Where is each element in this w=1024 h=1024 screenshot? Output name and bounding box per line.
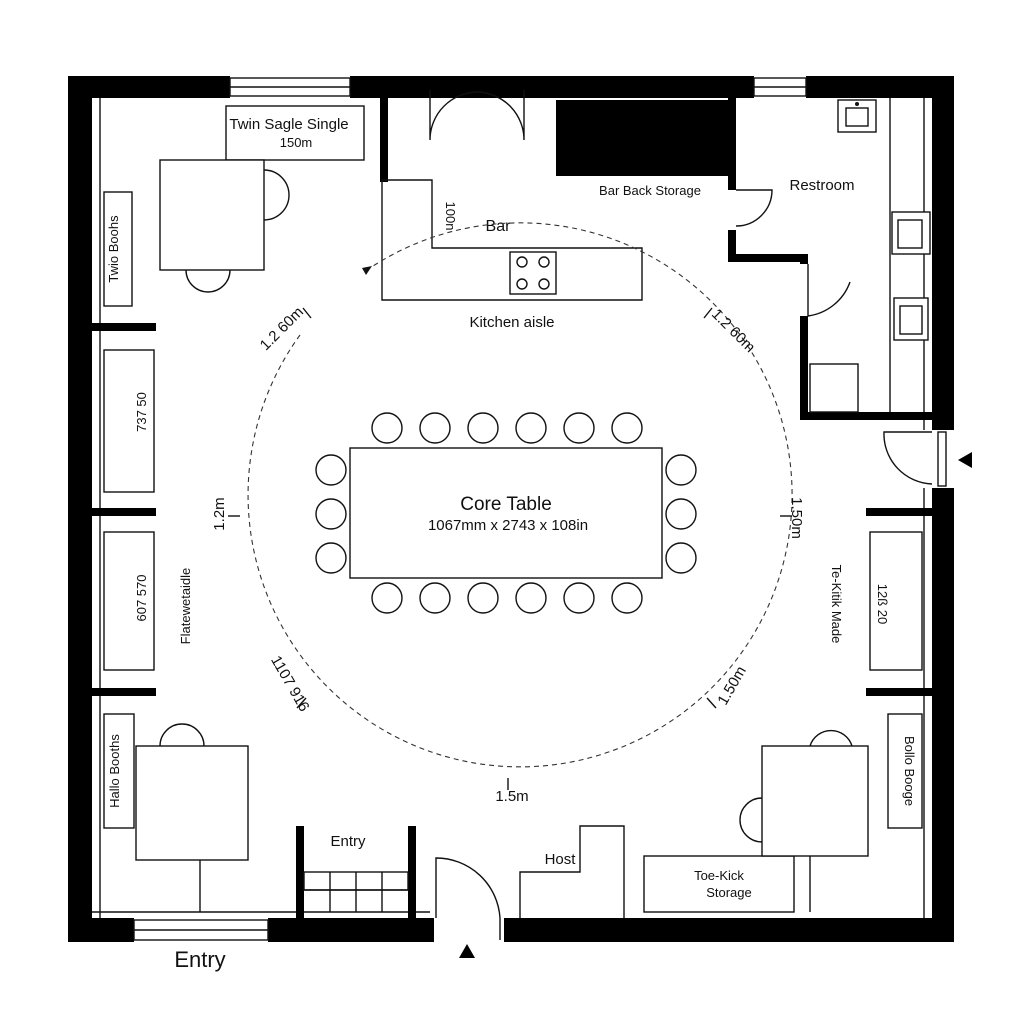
dim-left: 1.2m bbox=[211, 497, 228, 530]
entry-vestibule: Entry bbox=[296, 826, 416, 920]
restroom-label: Restroom bbox=[789, 177, 854, 194]
left-partitions bbox=[92, 323, 156, 696]
entry-inner-label: Entry bbox=[330, 833, 366, 850]
toe-kick-label: Toe-Kick bbox=[694, 868, 744, 883]
entry-main-label: Entry bbox=[174, 947, 225, 972]
chair-icon bbox=[515, 412, 547, 444]
booth-607-label: 607 570 bbox=[134, 575, 149, 622]
chair-icon bbox=[515, 582, 547, 614]
chair-icon bbox=[419, 412, 451, 444]
core-table-label: Core Table bbox=[460, 494, 552, 515]
chair-icon bbox=[665, 498, 697, 530]
chair-icon bbox=[371, 582, 403, 614]
window-top-left bbox=[229, 77, 351, 97]
chair-icon bbox=[611, 412, 643, 444]
side-door[interactable] bbox=[883, 431, 947, 487]
bar-area: Bar Back Storage 100n Bar Kitchen aisle bbox=[380, 90, 728, 331]
bar-dim-label: 100n bbox=[443, 202, 458, 231]
cooktop-icon bbox=[509, 251, 557, 295]
toe-kick-storage-label: Storage bbox=[706, 885, 752, 900]
sink-icon bbox=[837, 99, 877, 133]
twin-single-dim: 150m bbox=[280, 135, 313, 150]
bar-back-storage-label: Bar Back Storage bbox=[599, 183, 701, 198]
outer-walls bbox=[68, 76, 954, 942]
dim-lower-right: 1.50m bbox=[714, 663, 750, 708]
right-partitions bbox=[866, 508, 932, 696]
bar-label: Bar bbox=[486, 218, 512, 235]
chair-icon bbox=[467, 582, 499, 614]
right-booths: 12ß 20 Te-Kitik Made bbox=[829, 531, 923, 671]
twin-booths-label: Twio Boohs bbox=[106, 215, 121, 283]
bottom-right-room: Toe-Kick Storage Bollo Booge bbox=[643, 713, 923, 913]
restroom-area: Restroom bbox=[728, 98, 932, 420]
dim-right: 1.50m bbox=[788, 497, 805, 539]
sink-icon bbox=[893, 297, 929, 341]
chair-icon bbox=[467, 412, 499, 444]
hallo-booths-label: Hallo Booths bbox=[107, 734, 122, 808]
side-entry-arrow-icon bbox=[958, 452, 972, 468]
host-label: Host bbox=[545, 851, 577, 868]
core-table: Core Table 1067mm x 2743 x 108in bbox=[349, 447, 663, 579]
booth-12-20-label: 12ß 20 bbox=[875, 584, 890, 624]
booth-737-label: 737 50 bbox=[134, 392, 149, 432]
core-table-chairs bbox=[315, 412, 697, 614]
chair-icon bbox=[315, 454, 347, 486]
bottom-left-room: Hallo Booths bbox=[103, 713, 249, 912]
flatware-table-label: Flatewetaidle bbox=[178, 568, 193, 645]
chair-icon bbox=[315, 498, 347, 530]
dim-bottom: 1.5m bbox=[495, 788, 528, 805]
chair-icon bbox=[371, 412, 403, 444]
dim-upper-right: 1.2 60m bbox=[708, 306, 758, 356]
window-top-right bbox=[753, 77, 807, 97]
core-table-dims: 1067mm x 2743 x 108in bbox=[428, 517, 588, 534]
chair-icon bbox=[563, 582, 595, 614]
chair-icon bbox=[665, 542, 697, 574]
main-entry-door[interactable] bbox=[435, 857, 501, 940]
top-left-room: Twin Sagle Single 150m Twio Boohs bbox=[103, 105, 365, 307]
chair-icon bbox=[419, 582, 451, 614]
chair-icon bbox=[315, 542, 347, 574]
entry-arrow-icon bbox=[459, 944, 475, 958]
window-bottom-left bbox=[133, 919, 269, 941]
chair-icon bbox=[563, 412, 595, 444]
dim-upper-left: 1.2 60m bbox=[257, 304, 307, 354]
sink-icon bbox=[891, 211, 931, 255]
bollo-booge-label: Bollo Booge bbox=[902, 736, 917, 806]
chair-icon bbox=[665, 454, 697, 486]
twin-single-label: Twin Sagle Single bbox=[229, 116, 348, 133]
tekitk-made-label: Te-Kitik Made bbox=[829, 565, 844, 644]
left-booths: 737 50 607 570 Flatewetaidle bbox=[103, 349, 193, 671]
kitchen-aisle-label: Kitchen aisle bbox=[469, 314, 554, 331]
host-stand: Host bbox=[519, 825, 625, 918]
chair-icon bbox=[611, 582, 643, 614]
dim-lower-left: 1107 916 bbox=[267, 653, 312, 715]
